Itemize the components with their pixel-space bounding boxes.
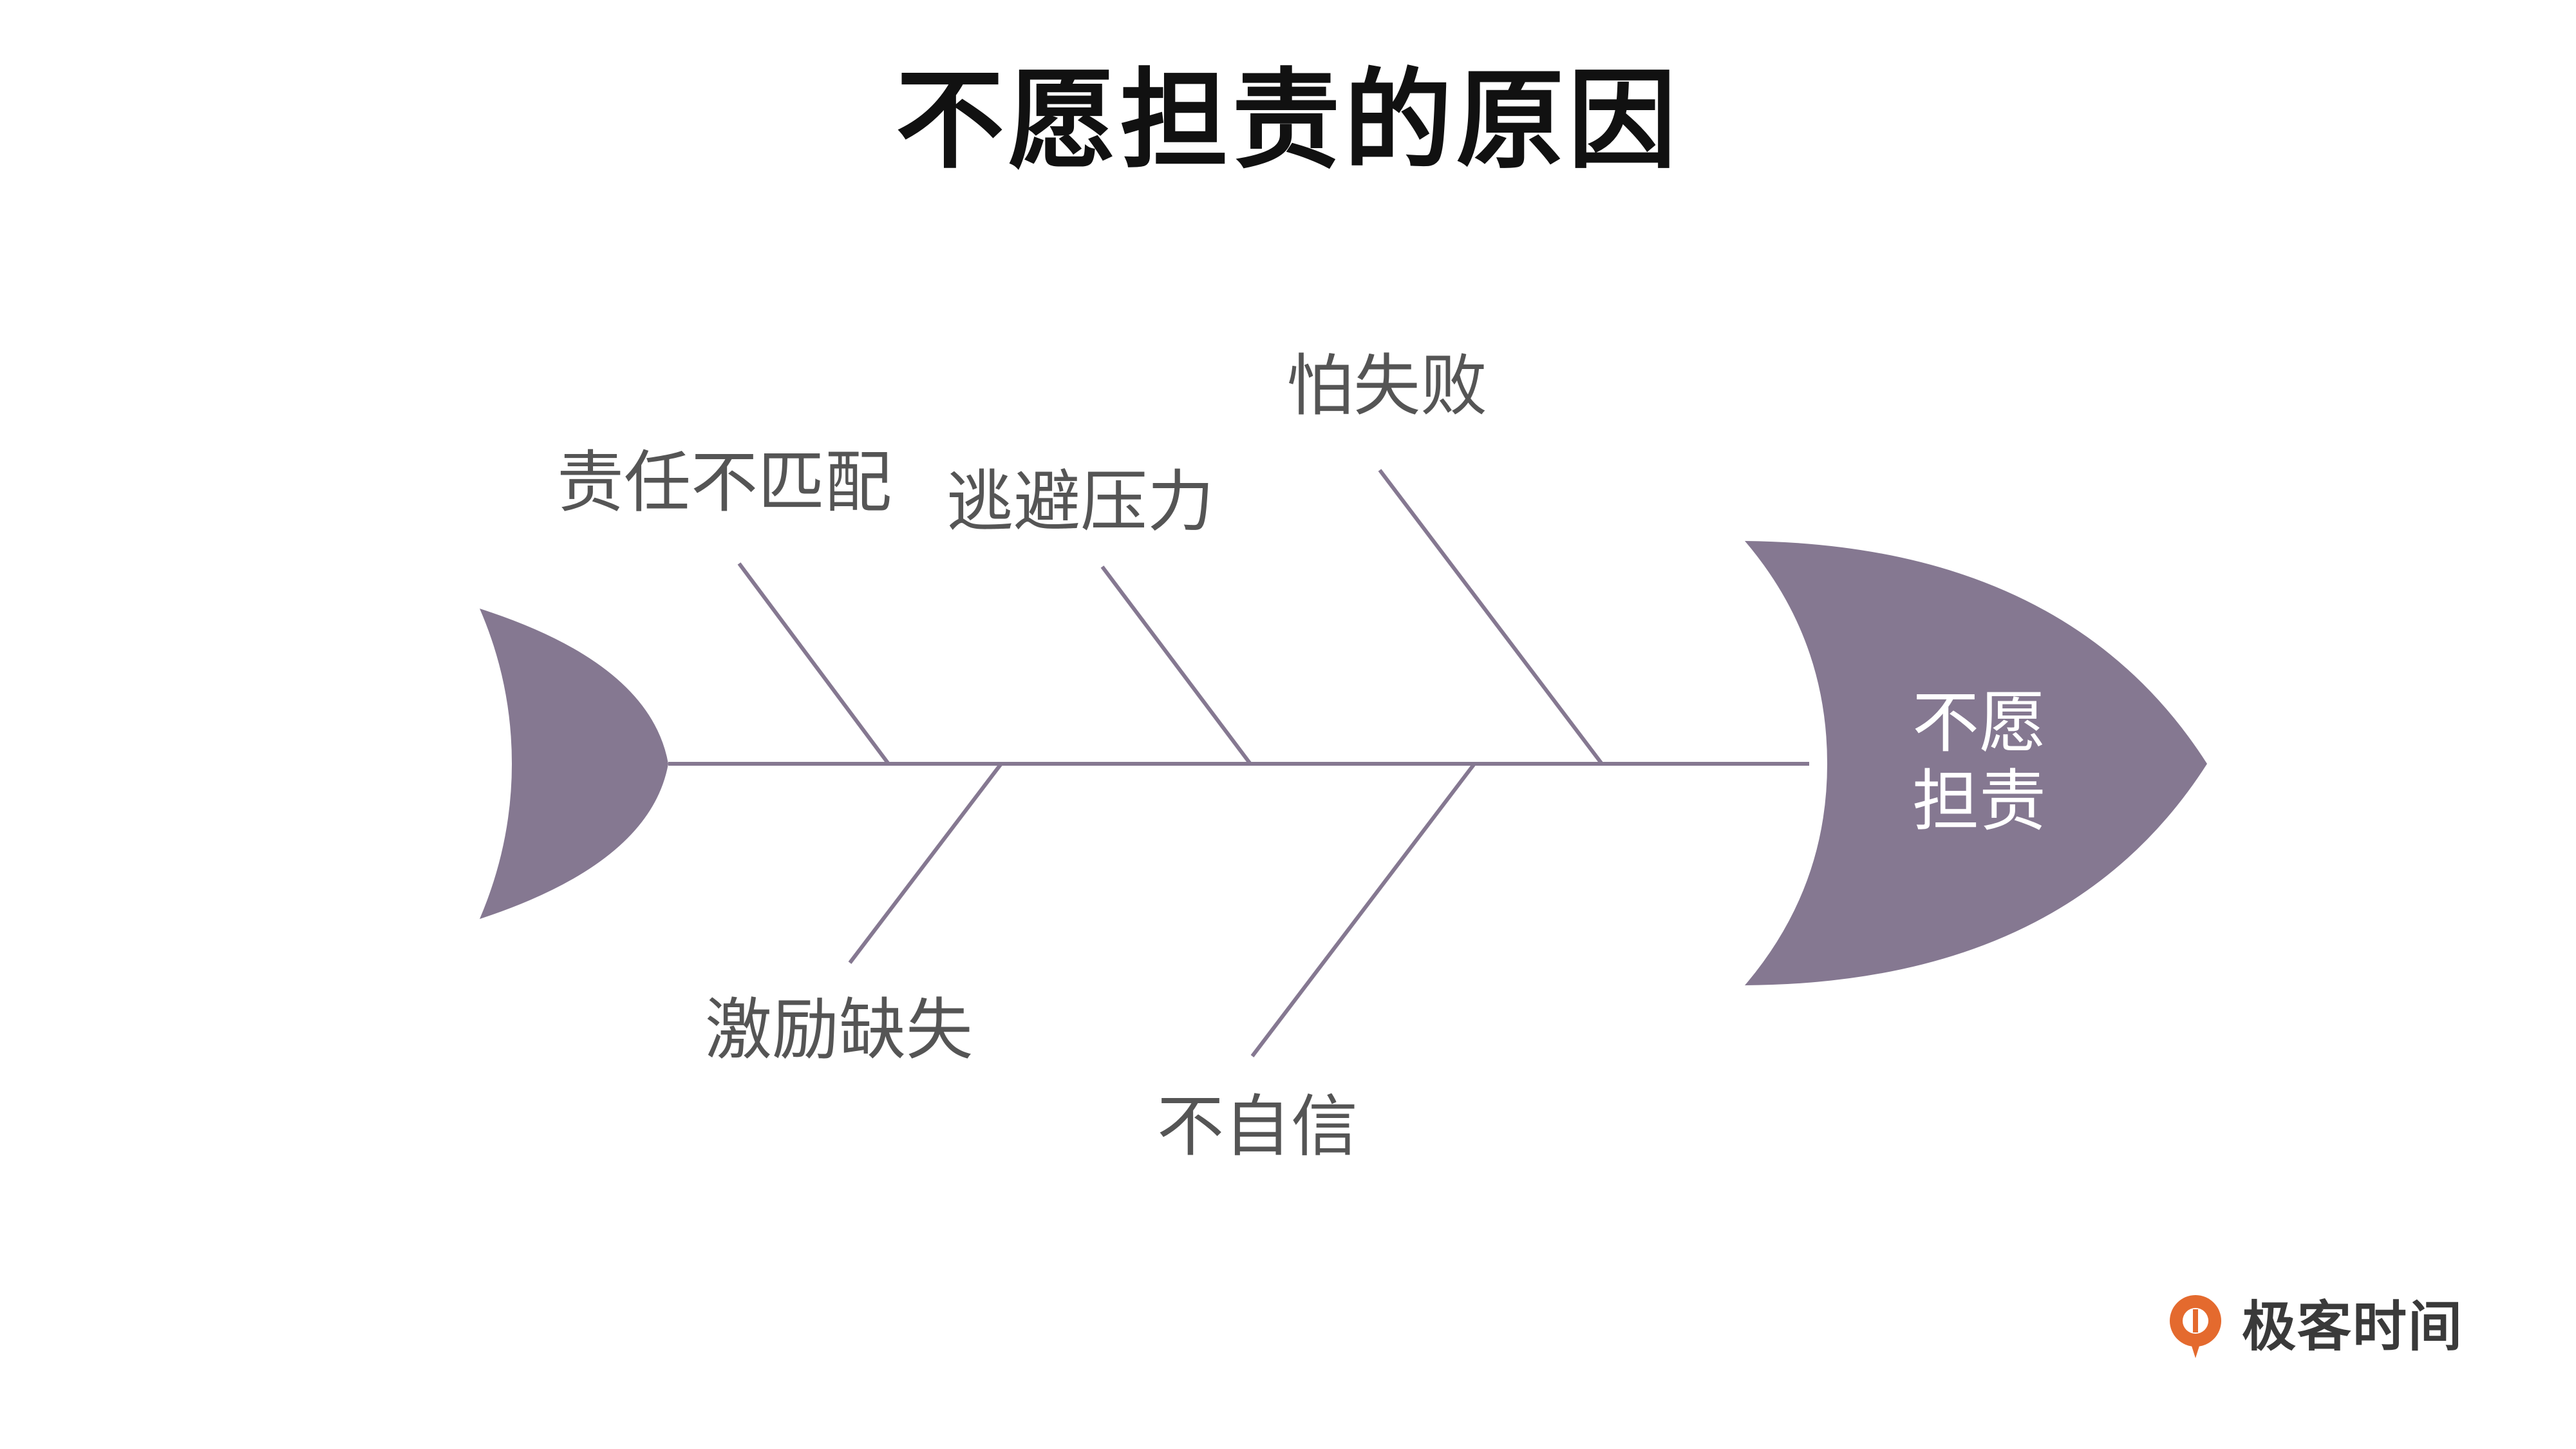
fish-head — [1745, 541, 2207, 985]
cause-label-top-1: 责任不匹配 — [557, 443, 892, 522]
brand-logo: 极客时间 — [2163, 1288, 2463, 1365]
cause-label-top-2: 逃避压力 — [946, 462, 1214, 541]
fish-tail — [480, 609, 668, 919]
head-label-line-1: 不愿 — [1912, 683, 2046, 762]
cause-label-top-3: 怕失败 — [1286, 346, 1487, 425]
head-label-line-2: 担责 — [1912, 762, 2046, 840]
cause-label-bottom-2: 不自信 — [1157, 1087, 1358, 1166]
diagram-title: 不愿担责的原因 — [896, 57, 1680, 184]
bone-bottom-1 — [848, 762, 1003, 964]
bone-top-3 — [1378, 469, 1604, 765]
geektime-logo-icon — [2170, 1295, 2221, 1358]
bone-top-1 — [737, 562, 890, 765]
cause-label-bottom-1: 激励缺失 — [705, 990, 973, 1069]
bone-bottom-2 — [1250, 762, 1476, 1057]
brand-logo-text: 极客时间 — [2242, 1295, 2464, 1358]
bone-top-2 — [1100, 565, 1252, 765]
